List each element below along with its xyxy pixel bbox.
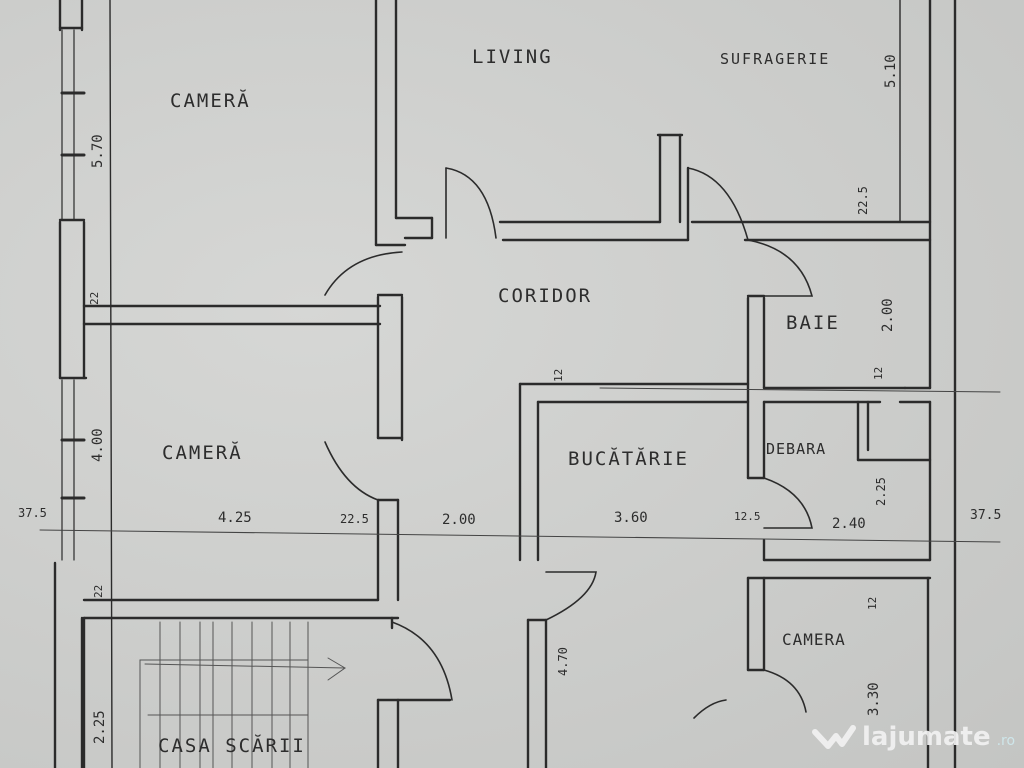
dim-ext-wall-left: 37.5 [18,506,47,520]
dim-coridor-width: 2.00 [442,512,476,528]
lajumate-logo-icon [812,725,856,749]
dim-baie-height: 2.00 [880,298,896,332]
dim-ext-wall-right: 37.5 [970,508,1002,523]
dim-wall-mid: 22.5 [340,512,369,526]
dim-wall-camera-bottom: 12 [866,596,879,610]
dim-camera-top-height: 5.70 [90,134,106,168]
watermark: lajumate .ro [812,722,1015,752]
room-label-coridor: CORIDOR [498,285,593,307]
dim-camera-mid-height: 4.00 [90,428,106,462]
dim-wall-left-lower: 22 [92,584,105,598]
dim-bucatarie-width: 3.60 [614,510,648,526]
dim-casa-scarii-height: 2.25 [92,710,108,744]
room-label-camera-top-left: CAMERĂ [170,90,251,112]
room-label-bucatarie: BUCĂTĂRIE [568,448,689,470]
dim-wall-baie: 12 [872,366,885,380]
room-label-camera-mid-left: CAMERĂ [162,442,243,464]
dim-debara-depth: 2.25 [874,477,888,506]
room-label-debara: DEBARA [766,440,827,458]
watermark-brand: lajumate [862,722,991,752]
dim-wall-bucatarie-top: 12 [552,368,565,382]
room-label-sufragerie: SUFRAGERIE [720,50,831,68]
dim-wall-bucatarie: 12.5 [734,510,761,523]
room-label-casa-scarii: CASA SCĂRII [158,735,306,757]
room-label-baie: BAIE [786,312,840,334]
dim-wall-sufragerie: 22.5 [856,186,870,215]
dim-wall-left-upper: 22 [88,291,101,305]
dim-camera-mid-width: 4.25 [218,510,252,526]
dim-debara-width: 2.40 [832,516,866,532]
room-label-camera-bottom-right: CAMERA [782,630,846,649]
dim-sufragerie-height: 5.10 [883,54,899,88]
room-label-living: LIVING [472,46,553,68]
dim-camera-bottom-height: 3.30 [866,682,882,716]
watermark-tld: .ro [996,733,1016,749]
dim-hall-height: 4.70 [556,647,570,676]
